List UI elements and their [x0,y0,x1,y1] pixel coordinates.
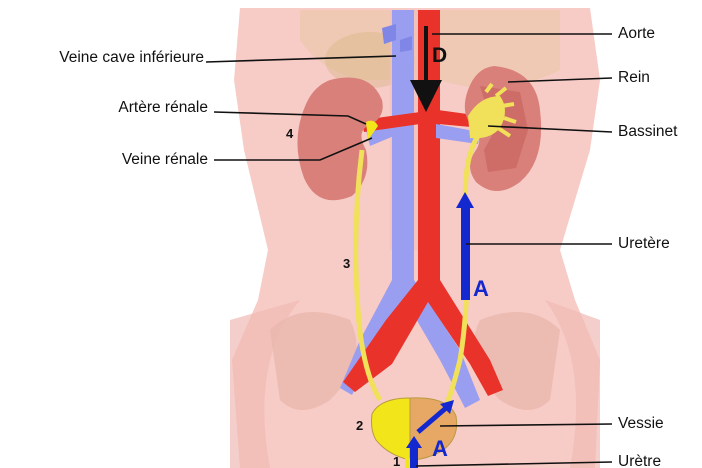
label-bassinet: Bassinet [618,123,678,140]
label-veine-renale: Veine rénale [122,151,208,168]
label-artere-renale: Artère rénale [118,99,208,116]
number-1: 1 [393,454,400,468]
label-vessie: Vessie [618,415,664,432]
number-3: 3 [343,256,350,271]
number-4: 4 [286,126,294,141]
number-2: 2 [356,418,363,433]
label-veine-cave: Veine cave inférieure [59,49,204,66]
bladder-ascent-marker: A [432,436,448,461]
descent-marker: D [432,44,447,67]
label-rein: Rein [618,69,650,86]
label-uretere: Uretère [618,235,670,252]
label-uretre: Urètre [618,453,661,468]
ureter-ascent-marker: A [473,276,489,301]
label-aorte: Aorte [618,25,655,42]
